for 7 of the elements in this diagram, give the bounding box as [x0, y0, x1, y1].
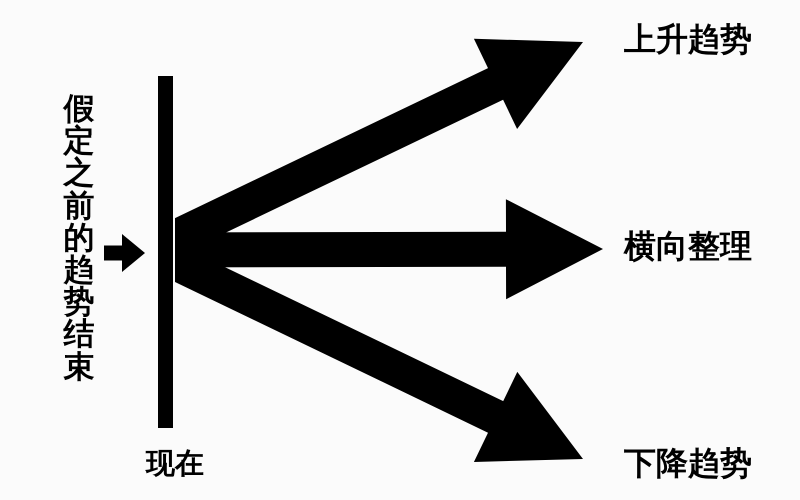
arrow — [104, 234, 145, 272]
trend-label: 横向整理 — [624, 229, 752, 263]
trend-label: 下降趋势 — [624, 446, 752, 480]
bar-caption: 现在 — [146, 448, 204, 479]
trend-label: 上升趋势 — [624, 22, 752, 56]
vertical-bar — [158, 76, 173, 428]
vertical-text: 假定之前的趋势结束 — [63, 93, 95, 383]
